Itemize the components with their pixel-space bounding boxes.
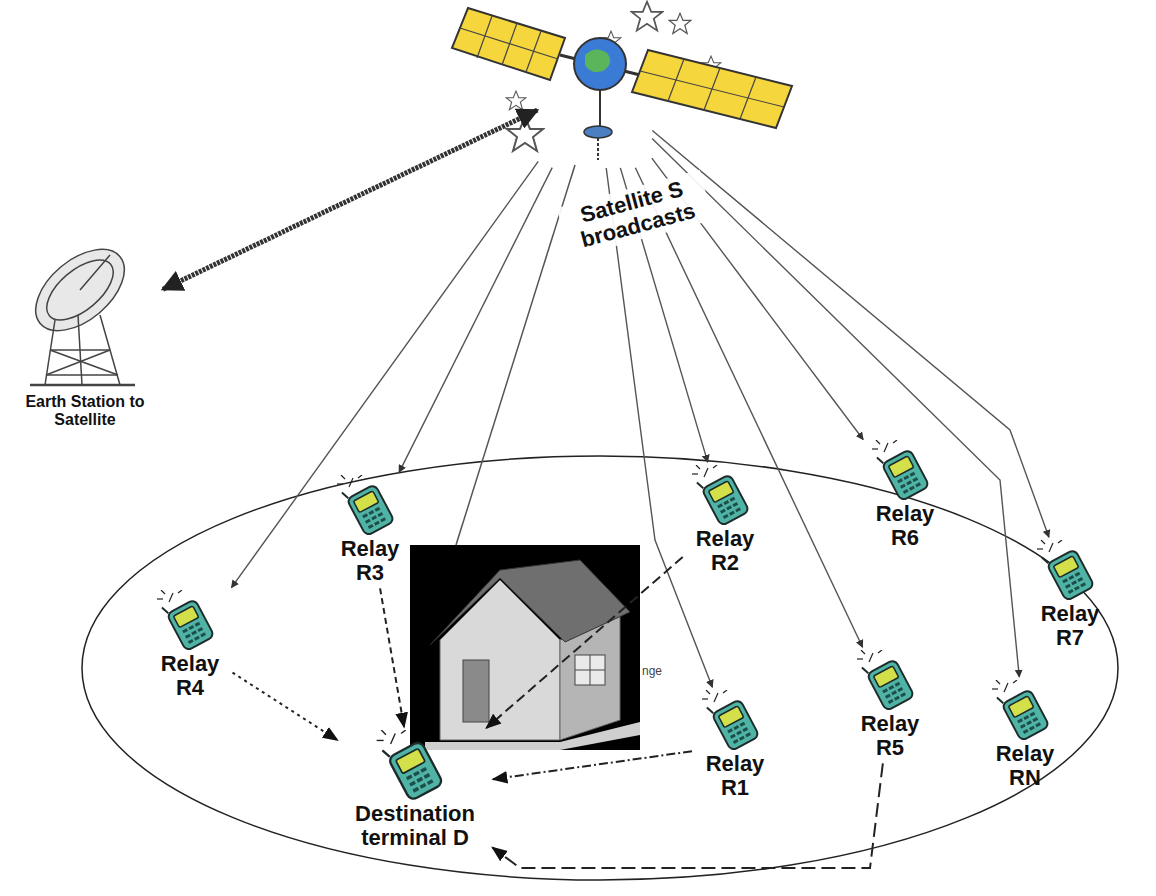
phone-icon <box>155 590 225 652</box>
phone-icon <box>702 687 760 752</box>
node-label: Relay R5 <box>850 712 930 760</box>
broadcast-link <box>399 168 552 473</box>
node-label: Relay R7 <box>1030 602 1110 650</box>
phone-icon <box>1037 537 1095 602</box>
node-label: Destination terminal D <box>340 802 490 850</box>
satellite <box>599 90 601 128</box>
satellite <box>640 59 784 119</box>
earth-station <box>37 249 124 331</box>
satellite <box>632 50 792 128</box>
phone-icon <box>157 587 215 652</box>
earth-station <box>50 349 110 351</box>
phone-icon <box>690 465 760 527</box>
relay-terminal: Relay R7 <box>1030 540 1110 650</box>
phone-icon <box>692 462 750 527</box>
phone-icon <box>870 440 940 502</box>
node-label: Relay R2 <box>685 527 765 575</box>
coverage-area <box>82 456 1118 880</box>
satellite <box>574 38 626 90</box>
star <box>506 91 526 110</box>
earth-station <box>46 350 110 375</box>
earth-station <box>21 234 139 347</box>
house <box>463 660 489 722</box>
node-label: Relay R4 <box>150 652 230 700</box>
node-label: Relay R3 <box>330 537 410 585</box>
phone-icon <box>377 727 444 802</box>
relay-terminal: Relay R5 <box>850 650 930 760</box>
phone-icon <box>990 680 1060 742</box>
satellite <box>585 49 610 72</box>
earth-station <box>80 255 110 290</box>
satellite <box>452 8 565 80</box>
node-label: Earth Station to Satellite <box>23 393 148 428</box>
phone-icon <box>855 650 925 712</box>
relay-link <box>493 751 692 779</box>
house <box>425 722 640 750</box>
relay-link <box>486 557 682 728</box>
node-label: Relay R1 <box>695 752 775 800</box>
broadcast-link <box>231 161 538 587</box>
relay-link <box>380 588 404 727</box>
satellite-label: Satellite S broadcasts <box>557 170 714 259</box>
relay-terminal: Relay R1 <box>695 690 775 800</box>
house <box>575 670 605 671</box>
satellite <box>460 28 558 59</box>
earth-station <box>50 350 118 375</box>
blocked-link <box>456 165 575 545</box>
node-label: Relay R6 <box>865 502 945 550</box>
phone-icon <box>992 677 1050 742</box>
relay-link <box>233 673 338 741</box>
phone-icon <box>857 647 915 712</box>
fragment-label: nge <box>642 664 662 678</box>
node-label: Relay RN <box>985 742 1065 790</box>
satellite <box>452 8 792 160</box>
uplink <box>163 110 538 289</box>
earth-station <box>21 234 139 385</box>
house <box>575 655 605 685</box>
relay-terminal: Relay R2 <box>685 465 765 575</box>
house <box>410 545 640 750</box>
relay-terminal: Relay R3 <box>330 475 410 585</box>
earth-station <box>46 374 118 376</box>
relay-terminal: Relay RN <box>985 680 1065 790</box>
phone-icon <box>372 730 458 802</box>
house <box>430 560 630 645</box>
relay-terminal: Relay R4 <box>150 590 230 700</box>
relay-terminal: Relay R6 <box>865 440 945 550</box>
earth-station <box>30 384 135 387</box>
satellite <box>640 71 784 107</box>
star <box>632 2 663 31</box>
satellite: Satellite S broadcasts <box>540 0 650 165</box>
earth-station: Earth Station to Satellite <box>10 225 160 428</box>
satellite <box>584 126 612 138</box>
broadcast-link <box>635 168 862 648</box>
house <box>410 545 640 750</box>
satellite <box>460 16 558 72</box>
phone-icon <box>337 472 395 537</box>
phone-icon <box>872 437 930 502</box>
satellite <box>597 138 599 160</box>
relay-link <box>492 763 882 868</box>
icon-space <box>80 225 90 393</box>
star <box>669 13 691 33</box>
destination-terminal: Destination terminal D <box>340 730 490 850</box>
star <box>507 117 543 151</box>
phone-icon <box>1035 540 1105 602</box>
phone-icon <box>335 475 405 537</box>
phone-icon <box>700 690 770 752</box>
